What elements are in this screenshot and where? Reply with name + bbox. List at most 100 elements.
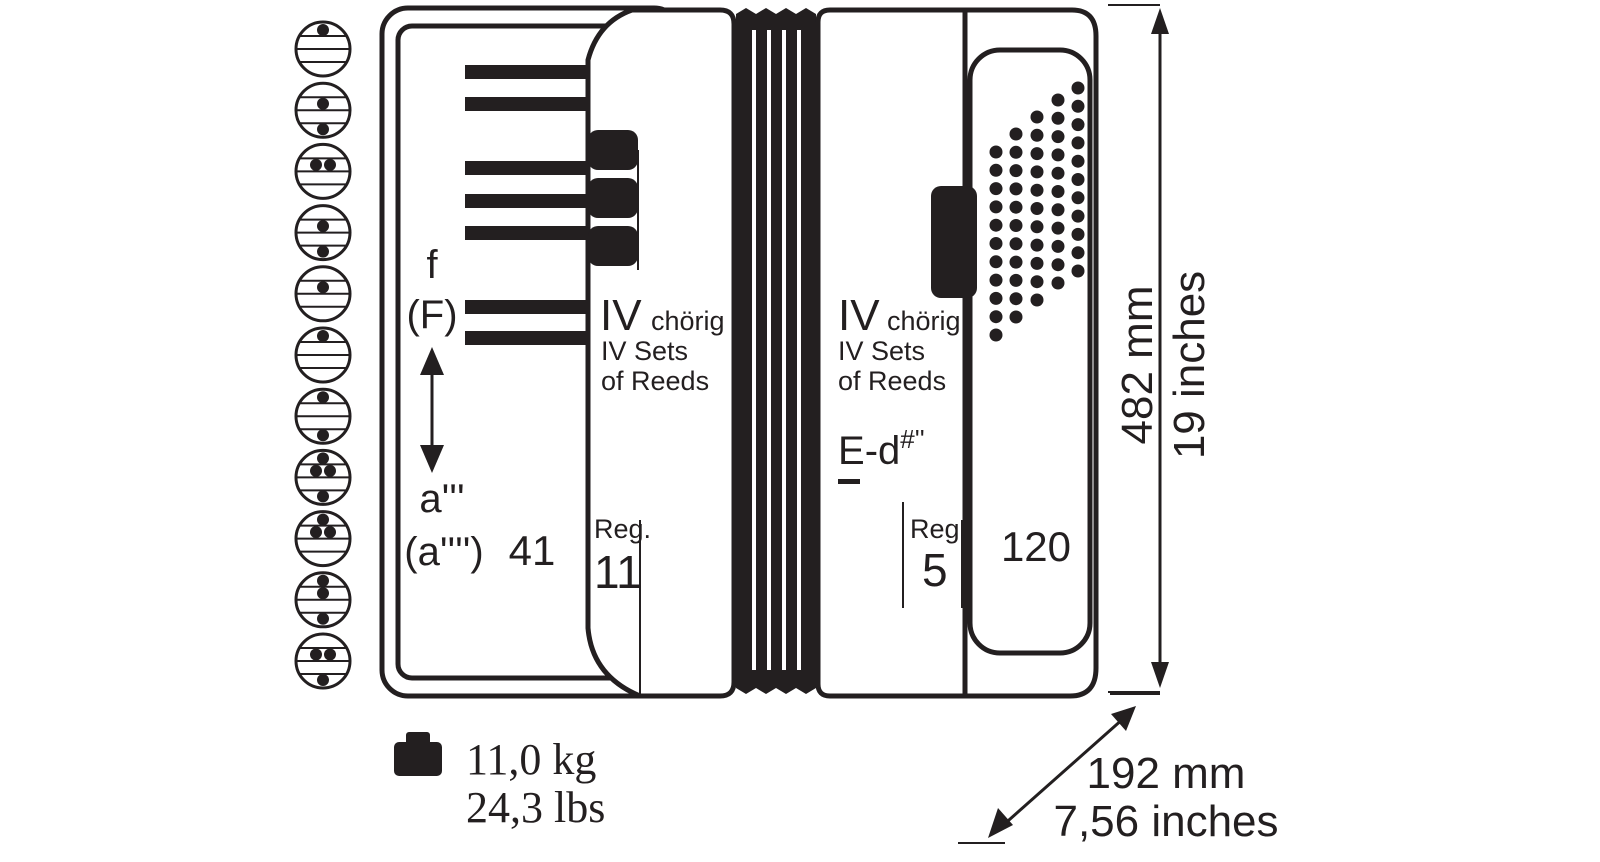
bass-buttons-count: 120 [1001,523,1071,570]
key-line [465,300,590,314]
bass-reg-label: Reg. [910,514,967,544]
treble-range-high-alt: (F) [406,293,457,337]
treble-side: f (F) a''' (a'''') 41 IV chörig IV Sets … [379,5,737,699]
keyboard-keys [465,65,590,345]
bass-button-dot [1051,276,1065,290]
bass-button-dot [1030,293,1044,307]
bass-button-dot [1009,292,1023,306]
bass-button-dot [1030,202,1044,215]
bass-range-start: E [838,429,865,473]
key-line [465,331,590,345]
bass-button-dot [989,291,1003,305]
bass-button-dot [1071,99,1085,113]
weight-lbs: 24,3 lbs [466,783,605,832]
bass-button-dot [1009,237,1023,251]
register-symbol-icon [294,571,352,629]
weight-icon [394,732,442,776]
bellows-fold [782,30,786,670]
register-symbol-column [294,20,352,690]
bass-button-dot [1071,246,1085,260]
bass-side: IV chörig IV Sets of Reeds E-d#'' Reg. 5… [815,7,1099,699]
register-symbol-icon [294,510,352,568]
bass-choir-word: chörig [887,306,961,336]
bass-button-dot [1030,238,1044,252]
bass-air-button [931,186,977,298]
bass-reg-count: 5 [922,544,948,596]
bass-button-dot [1071,209,1085,223]
depth-mm: 192 mm [1087,749,1246,798]
bass-button-dot [1009,164,1023,178]
register-symbol-icon [294,448,352,506]
register-switch [588,226,638,266]
bass-button-dot [989,328,1003,342]
treble-range-high: f [426,243,438,287]
bass-button-dot [989,163,1003,177]
bass-button-dot [989,182,1003,196]
treble-keys-count: 41 [509,527,556,574]
treble-reg-label: Reg. [594,514,651,544]
bass-sets-line2: of Reeds [838,366,946,396]
bass-button-dot [989,273,1003,287]
bass-button-dot [1009,127,1023,141]
bass-button-dot [989,200,1003,214]
register-switch [588,130,638,170]
bass-button-dot [1030,275,1044,289]
depth-dimension [958,693,1160,844]
bass-button-dot [1051,239,1065,253]
bass-button-dot [1009,182,1023,196]
bass-button-dot [1030,110,1044,124]
bass-button-dot [989,145,1003,159]
bass-button-dot [1071,227,1085,241]
bass-button-dot [1051,130,1065,144]
treble-reg-count: 11 [594,546,642,598]
bass-button-dot [1030,183,1044,197]
bass-button-dot [1009,219,1023,232]
bass-button-dot [989,310,1003,324]
treble-choir-numeral: IV [600,291,642,340]
weight-kg: 11,0 kg [466,735,596,784]
register-symbol-icon [294,265,352,323]
bass-button-dot [1009,255,1023,269]
key-line [465,226,590,240]
bass-button-grid [989,81,1085,342]
bass-button-dot [1051,111,1065,125]
bass-range: E-d#'' [838,424,925,473]
bass-button-dot [989,255,1003,269]
bass-button-dot [989,218,1003,232]
register-symbol-icon [294,142,352,200]
treble-range-low: a''' [419,477,464,521]
bass-button-dot [1071,118,1085,132]
bellows-fold [767,30,771,670]
range-arrow-icon [420,347,444,473]
height-dimension [1108,4,1169,693]
bass-button-dot [1051,148,1065,162]
key-line [465,194,590,208]
treble-sets-line1: IV Sets [601,336,688,366]
treble-choir-word: chörig [651,306,725,336]
height-in: 19 inches [1165,271,1214,459]
bass-button-dot [1071,191,1085,205]
bellows-fold [797,30,801,670]
key-line [465,97,590,111]
register-symbol-icon [294,632,352,690]
bass-button-dot [1071,173,1085,186]
key-line [465,65,590,79]
bass-button-dot [1051,258,1065,272]
bass-button-dot [1030,256,1044,270]
bass-button-dot [1030,128,1044,142]
bass-button-dot [1071,154,1085,168]
depth-in: 7,56 inches [1053,797,1278,846]
register-symbol-icon [294,204,352,262]
register-symbol-icon [294,81,352,139]
bass-button-dot [1071,264,1085,278]
bass-button-dot [1030,147,1044,161]
bass-range-end: -d [865,429,901,473]
bass-button-dot [1071,136,1085,150]
bass-button-dot [1051,166,1065,180]
bellows [736,8,816,694]
bass-choir-numeral: IV [838,291,880,340]
register-switch [588,178,638,218]
bellows-fold [752,30,756,670]
